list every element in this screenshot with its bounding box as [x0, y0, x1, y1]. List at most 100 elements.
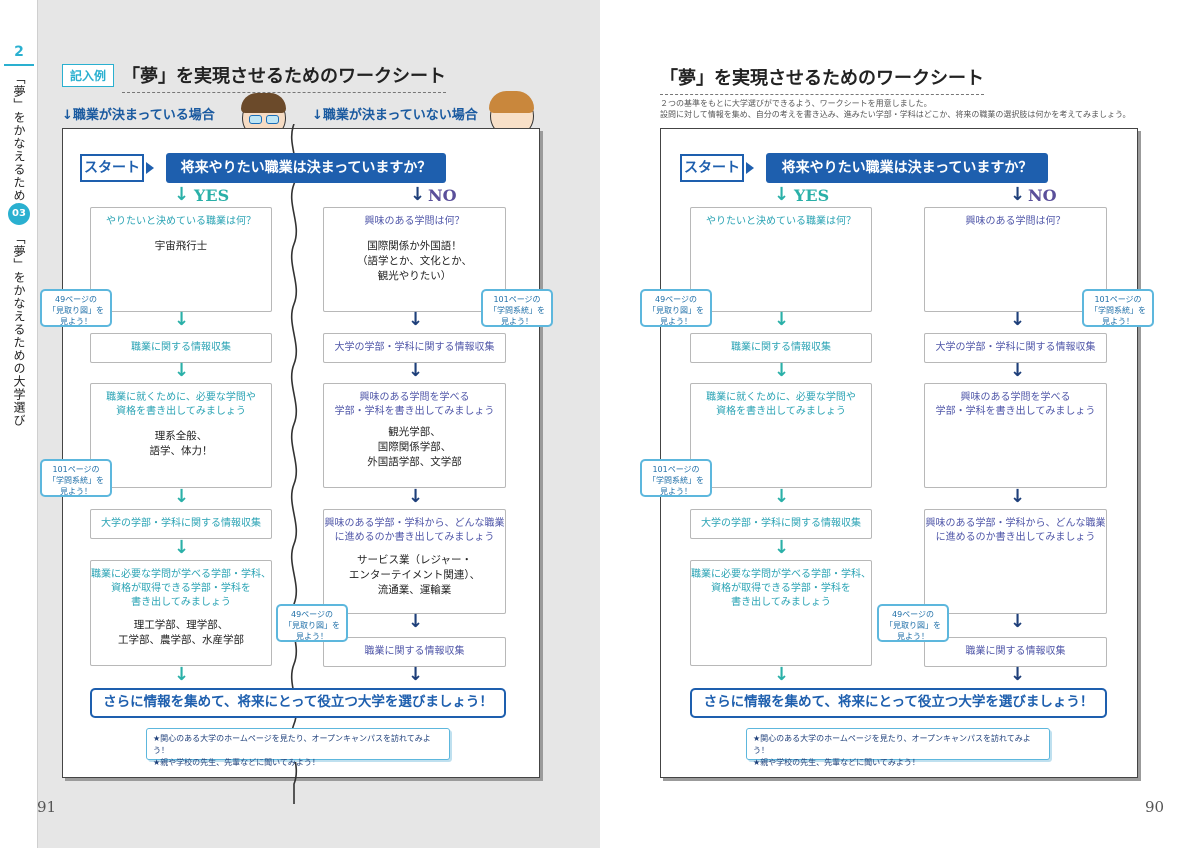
down-arrow-icon: ↓ [174, 360, 190, 381]
right-page-number: 90 [1145, 798, 1165, 816]
start-arrow-icon [746, 162, 754, 174]
career-options-box: 興味のある学部・学科から、どんな職業 に進めるのか書き出してみましょう [924, 509, 1107, 614]
tip-item: ★関心のある大学のホームページを見たり、オープンキャンパスを訪れてみよう！ [753, 734, 1031, 755]
start-label: スタート [680, 154, 744, 182]
box-prompt: 興味のある学部・学科から、どんな職業 に進めるのか書き出してみましょう [925, 518, 1106, 543]
down-arrow-icon: ↓ [774, 309, 790, 330]
section-number-badge: 03 [8, 203, 30, 225]
down-arrow-icon: ↓ [774, 360, 790, 381]
worksheet-description: ２つの基準をもとに大学選びができるよう、ワークシートを用意しました。 [660, 99, 932, 108]
down-arrow-icon: ↓ [774, 486, 790, 507]
faculty-qualification-box: 職業に必要な学問が学べる学部・学科、 資格が取得できる学部・学科を 書き出してみ… [90, 560, 272, 666]
faculty-info-step: 大学の学部・学科に関する情報収集 [323, 333, 506, 363]
start-label: スタート [80, 154, 144, 182]
down-arrow-icon: ↓ [1010, 664, 1026, 685]
faculty-qualification-box: 職業に必要な学問が学べる学部・学科、 資格が取得できる学部・学科を 書き出してみ… [690, 560, 872, 666]
handwritten-answer: 宇宙飛行士 [154, 240, 208, 252]
case-undecided-heading: ↓職業が決まっていない場合 [312, 108, 478, 123]
left-page-title: 「夢」を実現させるためのワークシート [122, 62, 446, 93]
right-page-title: 「夢」を実現させるためのワークシート [660, 64, 984, 95]
yes-label: YES [194, 186, 230, 205]
career-options-box: 興味のある学部・学科から、どんな職業 に進めるのか書き出してみましょう サービス… [323, 509, 506, 614]
desired-career-box: やりたいと決めている職業は何？ [690, 207, 872, 312]
no-label: NO [1028, 186, 1057, 205]
down-arrow-icon: ↓ [410, 184, 426, 205]
box-prompt: 興味のある学問を学べる 学部・学科を書き出してみましょう [334, 392, 495, 417]
down-arrow-icon: ↓ [174, 184, 190, 205]
down-arrow-icon: ↓ [408, 309, 424, 330]
box-prompt: やりたいと決めている職業は何？ [106, 216, 256, 227]
no-label: NO [428, 186, 457, 205]
box-prompt: 職業に就くために、必要な学問や 資格を書き出してみましょう [106, 392, 256, 417]
final-message: さらに情報を集めて、将来にとって役立つ大学を選びましょう！ [690, 688, 1107, 718]
start-arrow-icon [146, 162, 154, 174]
note-see-page-101: 101ページの 「学問系統」を 見よう！ [40, 459, 112, 497]
desired-career-box: やりたいと決めている職業は何？ 宇宙飛行士 [90, 207, 272, 312]
example-label: 記入例 [62, 64, 115, 87]
chapter-title: 「夢」をかなえるために [12, 72, 26, 215]
case-decided-heading: ↓職業が決まっている場合 [62, 108, 215, 123]
box-prompt: 興味のある学問は何？ [364, 216, 465, 227]
note-see-page-101: 101ページの 「学問系統」を 見よう！ [640, 459, 712, 497]
note-see-page-101: 101ページの 「学問系統」を 見よう！ [1082, 289, 1154, 327]
down-arrow-icon: ↓ [408, 611, 424, 632]
career-info-step: 職業に関する情報収集 [90, 333, 272, 363]
handwritten-answer: 国際関係か外国語！ （語学とか、文化とか、 観光やりたい） [356, 240, 473, 282]
interest-faculty-box: 興味のある学問を学べる 学部・学科を書き出してみましょう [924, 383, 1107, 488]
down-arrow-icon: ↓ [774, 537, 790, 558]
career-question: 将来やりたい職業は決まっていますか？ [166, 153, 446, 183]
box-prompt: 興味のある学部・学科から、どんな職業 に進めるのか書き出してみましょう [324, 518, 505, 543]
chapter-underline [4, 64, 34, 66]
note-see-page-101: 101ページの 「学問系統」を 見よう！ [481, 289, 553, 327]
career-info-step: 職業に関する情報収集 [924, 637, 1107, 667]
note-see-page-49: 49ページの 「見取り図」を 見よう！ [640, 289, 712, 327]
down-arrow-icon: ↓ [174, 537, 190, 558]
final-message: さらに情報を集めて、将来にとって役立つ大学を選びましょう！ [90, 688, 506, 718]
left-page-number: 91 [37, 798, 57, 816]
tips-box: ★関心のある大学のホームページを見たり、オープンキャンパスを訪れてみよう！ ★親… [146, 728, 450, 767]
down-arrow-icon: ↓ [174, 309, 190, 330]
box-prompt: やりたいと決めている職業は何？ [706, 216, 856, 227]
down-arrow-icon: ↓ [774, 664, 790, 685]
career-question: 将来やりたい職業は決まっていますか？ [766, 153, 1048, 183]
down-arrow-icon: ↓ [774, 184, 790, 205]
handwritten-answer: 理系全般、 語学、体力！ [149, 430, 213, 457]
worksheet-description: 設問に対して情報を集め、自分の考えを書き込み、進みたい学部・学科はどこか、将来の… [660, 110, 1131, 119]
note-see-page-49: 49ページの 「見取り図」を 見よう！ [877, 604, 949, 642]
yes-label: YES [794, 186, 830, 205]
down-arrow-icon: ↓ [408, 360, 424, 381]
tip-item: ★親や学校の先生、先輩などに聞いてみよう！ [753, 758, 920, 767]
interest-faculty-box: 興味のある学問を学べる 学部・学科を書き出してみましょう 観光学部、 国際関係学… [323, 383, 506, 488]
torn-divider [290, 124, 298, 804]
down-arrow-icon: ↓ [1010, 309, 1026, 330]
down-arrow-icon: ↓ [1010, 486, 1026, 507]
down-arrow-icon: ↓ [174, 664, 190, 685]
box-prompt: 興味のある学問を学べる 学部・学科を書き出してみましょう [935, 392, 1096, 417]
box-prompt: 興味のある学問は何？ [965, 216, 1066, 227]
note-see-page-49: 49ページの 「見取り図」を 見よう！ [40, 289, 112, 327]
interest-subject-box: 興味のある学問は何？ [924, 207, 1107, 312]
handwritten-answer: 観光学部、 国際関係学部、 外国語学部、文学部 [367, 426, 462, 468]
section-title: 「夢」をかなえるための大学選び [12, 232, 26, 427]
down-arrow-icon: ↓ [408, 486, 424, 507]
down-arrow-icon: ↓ [1010, 611, 1026, 632]
required-subjects-box: 職業に就くために、必要な学問や 資格を書き出してみましょう 理系全般、 語学、体… [90, 383, 272, 488]
required-subjects-box: 職業に就くために、必要な学問や 資格を書き出してみましょう [690, 383, 872, 488]
chapter-number: 2 [14, 44, 24, 60]
box-prompt: 職業に就くために、必要な学問や 資格を書き出してみましょう [706, 392, 856, 417]
down-arrow-icon: ↓ [1010, 184, 1026, 205]
tip-item: ★関心のある大学のホームページを見たり、オープンキャンパスを訪れてみよう！ [153, 734, 431, 755]
handwritten-answer: サービス業（レジャー・ エンターテイメント関連）、 流通業、運輸業 [348, 554, 481, 596]
faculty-info-step: 大学の学部・学科に関する情報収集 [90, 509, 272, 539]
down-arrow-icon: ↓ [1010, 360, 1026, 381]
note-see-page-49: 49ページの 「見取り図」を 見よう！ [276, 604, 348, 642]
box-prompt: 職業に必要な学問が学べる学部・学科、 資格が取得できる学部・学科を 書き出してみ… [91, 569, 271, 608]
faculty-info-step: 大学の学部・学科に関する情報収集 [924, 333, 1107, 363]
box-prompt: 職業に必要な学問が学べる学部・学科、 資格が取得できる学部・学科を 書き出してみ… [691, 569, 871, 608]
interest-subject-box: 興味のある学問は何？ 国際関係か外国語！ （語学とか、文化とか、 観光やりたい） [323, 207, 506, 312]
career-info-step: 職業に関する情報収集 [323, 637, 506, 667]
down-arrow-icon: ↓ [408, 664, 424, 685]
tips-box: ★関心のある大学のホームページを見たり、オープンキャンパスを訪れてみよう！ ★親… [746, 728, 1050, 767]
career-info-step: 職業に関する情報収集 [690, 333, 872, 363]
tip-item: ★親や学校の先生、先輩などに聞いてみよう！ [153, 758, 320, 767]
